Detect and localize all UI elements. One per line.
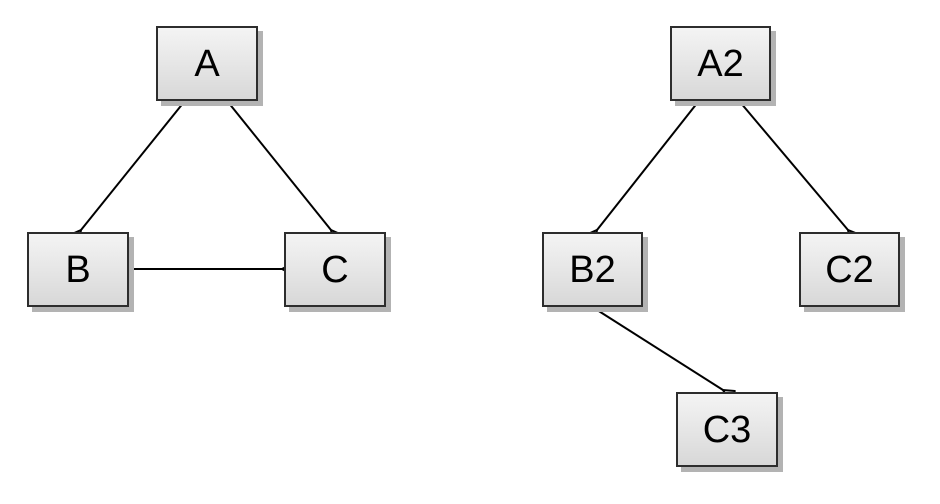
node-label: A2 — [697, 42, 744, 85]
node-A2[interactable]: A2 — [670, 26, 771, 101]
edges-group — [69, 101, 860, 402]
node-B[interactable]: B — [27, 232, 129, 307]
node-label: A — [194, 42, 220, 85]
edge-A2-B2[interactable] — [585, 101, 699, 243]
edge-B2-C3[interactable] — [593, 307, 736, 402]
node-label: C — [321, 248, 349, 291]
node-label: C2 — [825, 248, 874, 291]
edge-A-C[interactable] — [227, 101, 343, 243]
node-label: B2 — [569, 248, 616, 291]
node-C[interactable]: C — [284, 232, 386, 307]
edge-A2-C2[interactable] — [739, 101, 860, 243]
edge-A-B[interactable] — [69, 101, 185, 243]
node-B2[interactable]: B2 — [542, 232, 643, 307]
node-label: B — [65, 248, 91, 291]
node-C3[interactable]: C3 — [676, 392, 778, 467]
node-C2[interactable]: C2 — [799, 232, 900, 307]
node-label: C3 — [702, 408, 752, 451]
node-A[interactable]: A — [156, 26, 258, 101]
